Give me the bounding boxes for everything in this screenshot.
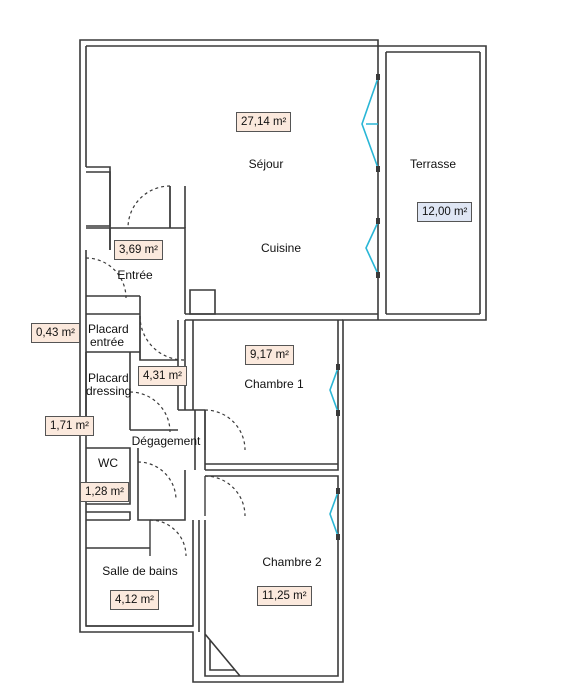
window-tick	[336, 364, 340, 370]
window-tick	[376, 166, 380, 172]
area-badge-chambre1: 9,17 m²	[245, 345, 294, 365]
area-badge-placard-entree: 0,43 m²	[31, 323, 80, 343]
area-badge-sejour: 27,14 m²	[236, 112, 292, 132]
wc-door-wall	[137, 448, 186, 521]
room-name-wc: WC	[98, 456, 118, 470]
door-arc-entree-2	[85, 257, 127, 299]
room-name-chambre2: Chambre 2	[262, 555, 322, 569]
window-tick	[376, 218, 380, 224]
area-badge-chambre2: 11,25 m²	[257, 586, 312, 606]
door-arc-sdb	[149, 519, 187, 557]
window-tick	[336, 488, 340, 494]
door-arc-wc	[137, 461, 177, 501]
area-badge-wc: 1,28 m²	[80, 482, 129, 502]
chambre1-wall	[192, 320, 339, 471]
room-name-cuisine: Cuisine	[260, 241, 302, 255]
area-badge-entree: 3,69 m²	[114, 240, 163, 260]
window-tick	[376, 272, 380, 278]
stub-pillar	[189, 289, 216, 315]
room-name-sejour: Séjour	[248, 157, 284, 171]
door-arc-ch1	[204, 409, 246, 451]
room-name-terrasse: Terrasse	[409, 157, 457, 171]
door-arc-placard	[139, 315, 185, 361]
door-arc-ch2	[204, 475, 246, 517]
area-badge-degagement: 4,31 m²	[138, 366, 187, 386]
room-name-placard-dressing-1: Placard	[88, 371, 129, 385]
window-tick	[336, 534, 340, 540]
window-tick	[336, 410, 340, 416]
room-name-placard-dressing-2: dressing	[86, 384, 132, 398]
sdb-wall	[86, 520, 194, 627]
room-name-placard-entree-2: entrée	[90, 335, 125, 349]
room-name-entree: Entrée	[117, 268, 153, 282]
room-name-chambre1: Chambre 1	[244, 377, 304, 391]
room-name-placard-entree-1: Placard	[88, 322, 129, 336]
room-name-salle-de-bains: Salle de bains	[102, 564, 178, 578]
door-arc-dressing	[129, 391, 171, 433]
room-name-degagement: Dégagement	[131, 434, 201, 448]
sejour-left-wall	[169, 186, 186, 228]
window-sejour-2	[365, 221, 379, 275]
wc-wall	[86, 447, 131, 521]
living-lower-wall	[185, 313, 378, 321]
window-sejour-1	[361, 77, 379, 169]
window-ch2	[329, 491, 339, 537]
window-ch1	[329, 367, 339, 413]
area-badge-terrasse: 12,00 m²	[417, 202, 473, 222]
door-arc-entree	[127, 185, 171, 229]
window-tick	[376, 74, 380, 80]
area-badge-salle-de-bains: 4,12 m²	[110, 590, 159, 610]
area-badge-placard-dressing: 1,71 m²	[45, 416, 94, 436]
cupboard-living	[86, 171, 111, 227]
terrace-wall	[377, 46, 387, 320]
placard-entree-wall	[85, 313, 140, 430]
chambre2-wall	[198, 475, 339, 677]
